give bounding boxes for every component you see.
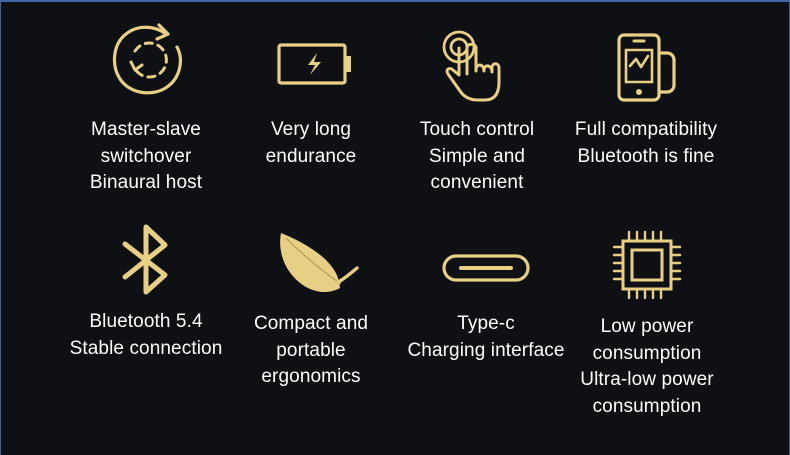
label-line: consumption [592, 342, 702, 364]
label-line: Low power [600, 316, 694, 337]
label-line: portable [276, 339, 346, 361]
label-line: Very long [270, 119, 352, 140]
switch-cycle-icon [106, 20, 186, 100]
label-line: Ultra-low power [580, 369, 714, 390]
feather-icon [280, 233, 371, 293]
feature-type-c-label: Type-c Charging interface [391, 311, 581, 364]
label-line: Charging interface [407, 339, 565, 361]
label-line: switchover [100, 145, 192, 167]
label-line: convenient [430, 172, 524, 193]
label-line: endurance [265, 145, 357, 167]
label-line: Master-slave [91, 119, 201, 140]
bluetooth-icon [111, 220, 181, 300]
label-line: Compact and [253, 313, 369, 334]
battery-charging-icon [271, 38, 351, 98]
label-line: Type-c [457, 313, 515, 334]
chip-icon [607, 225, 687, 305]
label-line: Binaural host [89, 172, 203, 193]
feature-bluetooth-label: Bluetooth 5.4 Stable connection [51, 309, 241, 362]
feature-full-compatibility-label: Full compatibility Bluetooth is fine [551, 117, 741, 170]
label-line: Bluetooth 5.4 [89, 311, 203, 332]
feature-master-slave-label: Master-slave switchover Binaural host [51, 117, 241, 197]
feature-touch-control-label: Touch control Simple and convenient [382, 117, 572, 197]
label-line: consumption [592, 395, 702, 417]
label-line: Full compatibility [574, 119, 718, 140]
feature-low-power-label: Low power consumption Ultra-low power co… [552, 314, 742, 420]
phone-compatibility-icon [606, 28, 686, 108]
feature-long-endurance-label: Very long endurance [216, 117, 406, 170]
label-line: Stable connection [69, 337, 223, 359]
label-line: Simple and [428, 145, 526, 167]
label-line: Bluetooth is fine [577, 145, 715, 167]
label-line: ergonomics [261, 366, 361, 387]
touch-hand-icon [435, 24, 515, 104]
label-line: Touch control [419, 119, 535, 140]
feature-compact-portable-label: Compact and portable ergonomics [216, 311, 406, 391]
usb-type-c-icon [436, 250, 536, 290]
